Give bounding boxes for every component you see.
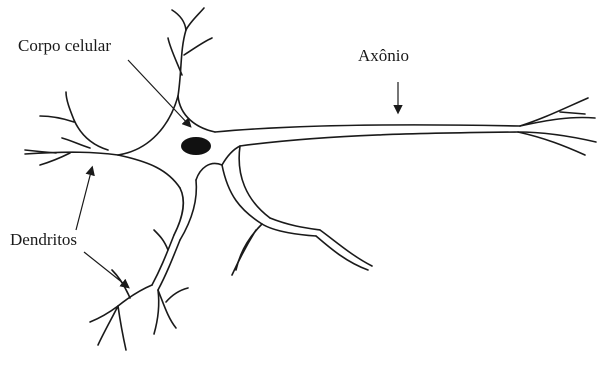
- dendrite-top: [168, 8, 212, 96]
- axon: [215, 98, 596, 155]
- dendrite-left: [25, 92, 118, 165]
- dendrites-label: Dendritos: [10, 231, 77, 248]
- nucleus: [181, 137, 211, 155]
- dendrite-lower: [90, 180, 196, 350]
- cell-body-label: Corpo celular: [18, 37, 111, 54]
- dendrites-pointer-lower: [84, 252, 128, 287]
- dendrite-right-down: [222, 146, 372, 275]
- axon-label: Axônio: [358, 47, 409, 64]
- cell-body: [118, 96, 240, 188]
- dendrites-pointer-upper: [76, 168, 92, 230]
